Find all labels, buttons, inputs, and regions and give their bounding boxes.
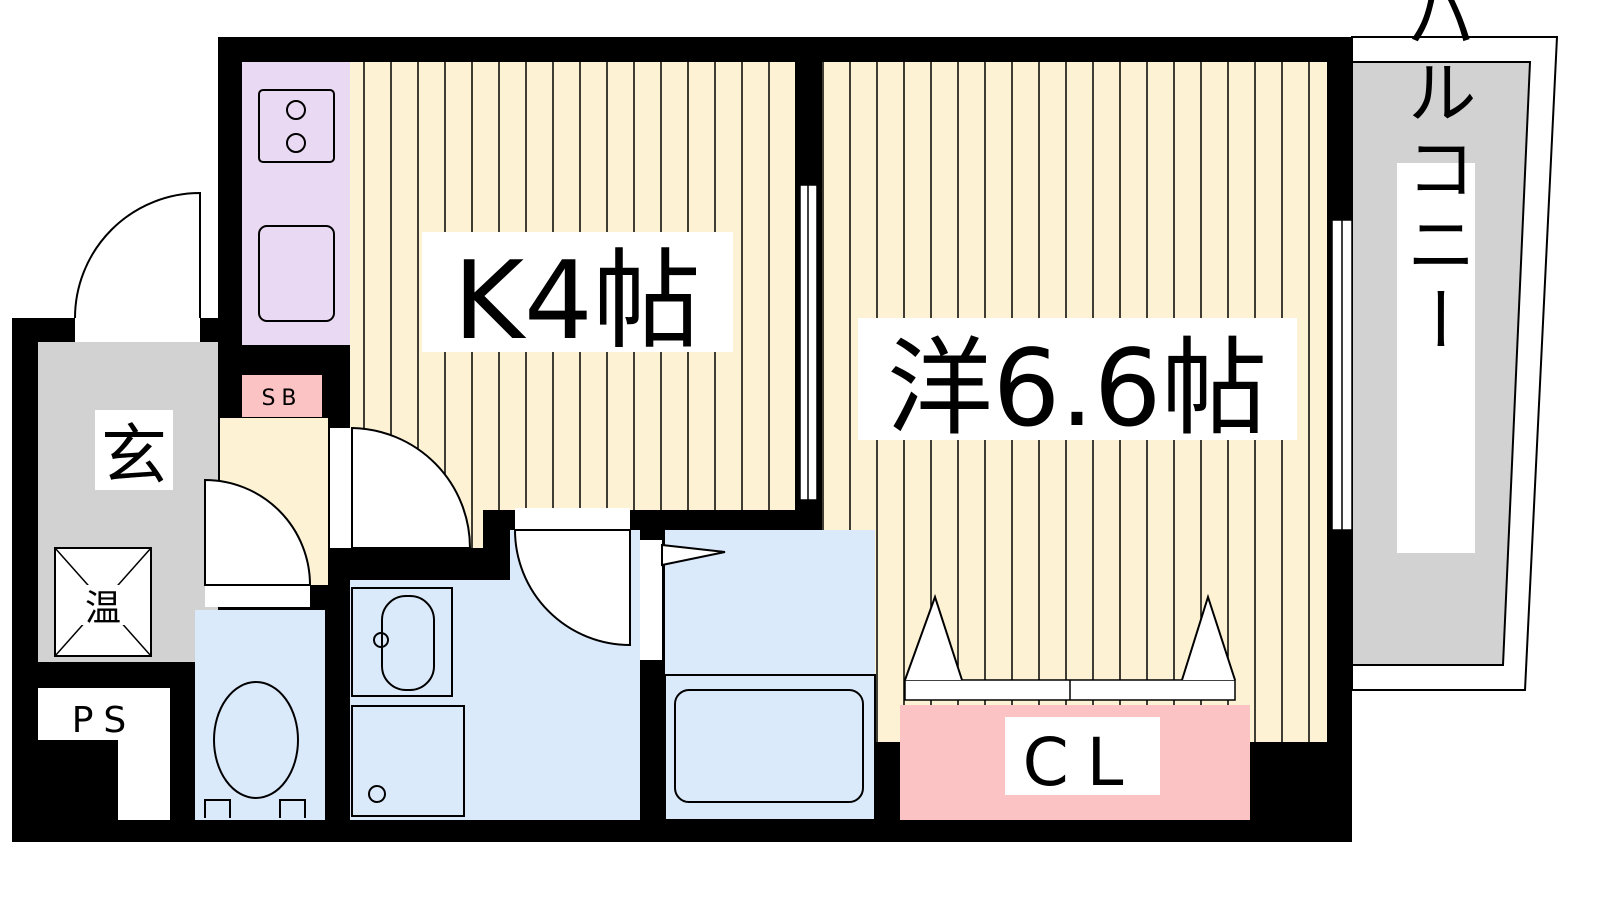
water-heater: 温	[54, 547, 152, 657]
toilet-icon	[204, 681, 306, 818]
washer-space-icon	[351, 705, 465, 817]
toilet-door	[204, 478, 312, 586]
bath-door	[661, 543, 726, 567]
western-room-label: 洋6.6帖	[887, 327, 1268, 450]
shoe-box	[242, 375, 322, 417]
stove-icon	[258, 89, 335, 163]
hall-door	[351, 426, 472, 549]
balcony-label: バルコニー	[1395, 0, 1477, 360]
interior-sliding-door	[799, 184, 818, 501]
sink-icon	[258, 225, 335, 322]
entrance-label: 玄	[101, 417, 167, 494]
bathtub-icon	[674, 689, 864, 803]
washbasin-icon	[351, 587, 453, 697]
balcony-window[interactable]	[1331, 219, 1353, 531]
pipe-space	[38, 688, 170, 740]
pipe-space-label: PS	[72, 700, 137, 741]
front-door	[74, 191, 201, 319]
shoe-box-label: SB	[261, 386, 302, 411]
kitchen-label: K4帖	[453, 239, 701, 364]
washroom-door	[513, 529, 631, 647]
svg-text:温: 温	[85, 588, 121, 629]
closet-label: CL	[1023, 724, 1142, 801]
